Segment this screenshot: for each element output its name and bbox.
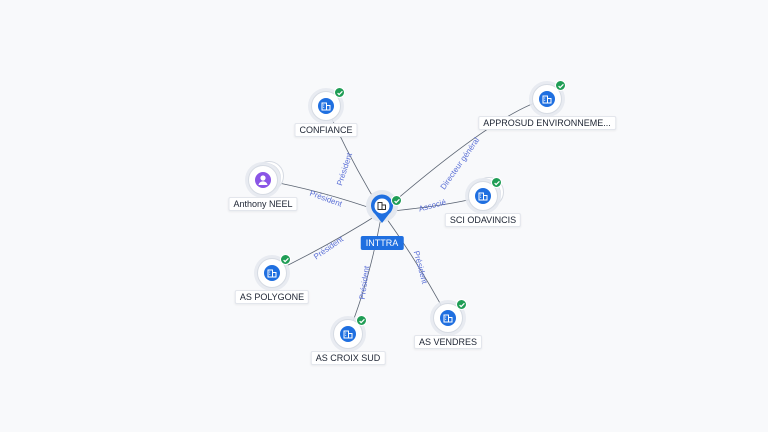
node-label[interactable]: Anthony NEEL [228, 197, 298, 211]
building-icon [343, 330, 353, 339]
verified-badge [391, 195, 402, 206]
node-label[interactable]: CONFIANCE [294, 123, 358, 137]
center-label[interactable]: INTTRA [360, 236, 404, 250]
check-icon [458, 302, 465, 307]
edge-vendres [381, 211, 449, 319]
check-icon [358, 318, 365, 323]
node-circle[interactable] [248, 165, 278, 195]
node-circle[interactable] [333, 315, 367, 349]
node-circle[interactable] [532, 80, 566, 114]
node-label[interactable]: AS VENDRES [413, 335, 483, 349]
node-circle[interactable] [468, 177, 502, 211]
map-pin-icon [366, 190, 398, 223]
check-icon [393, 198, 400, 203]
edge-label-odavincis: Associé [418, 197, 448, 213]
building-icon [478, 192, 488, 201]
node-circle[interactable] [311, 87, 345, 121]
edge-label-anthony: Président [308, 189, 344, 209]
edge-label-vendres: Président [412, 250, 430, 286]
node-circle[interactable] [433, 299, 467, 333]
verified-badge [456, 299, 467, 310]
edge-label-confiance: Président [335, 151, 354, 187]
node-icon-badge [475, 188, 491, 204]
verified-badge [356, 315, 367, 326]
building-icon [321, 102, 331, 111]
node-icon-badge [539, 91, 555, 107]
node-icon-badge [264, 265, 280, 281]
verified-badge [280, 254, 291, 265]
node-icon-badge [255, 172, 271, 188]
edge-label-polygone: Président [312, 234, 345, 261]
node-label[interactable]: SCI ODAVINCIS [444, 213, 522, 227]
node-label[interactable]: AS CROIX SUD [310, 351, 386, 365]
person-icon [258, 175, 268, 185]
check-icon [557, 83, 564, 88]
check-icon [493, 180, 500, 185]
building-icon [267, 269, 277, 278]
check-icon [336, 90, 343, 95]
check-icon [282, 257, 289, 262]
node-icon-badge [318, 98, 334, 114]
node-label[interactable]: AS POLYGONE [234, 290, 310, 304]
node-circle[interactable] [257, 254, 291, 288]
building-icon [443, 314, 453, 323]
node-label[interactable]: APPROSUD ENVIRONNEME... [478, 116, 616, 130]
verified-badge [555, 80, 566, 91]
edge-label-croixsud: Président [358, 265, 372, 300]
node-icon-badge [440, 310, 456, 326]
verified-badge [491, 177, 502, 188]
verified-badge [334, 87, 345, 98]
node-icon-badge [340, 326, 356, 342]
building-icon [542, 95, 552, 104]
